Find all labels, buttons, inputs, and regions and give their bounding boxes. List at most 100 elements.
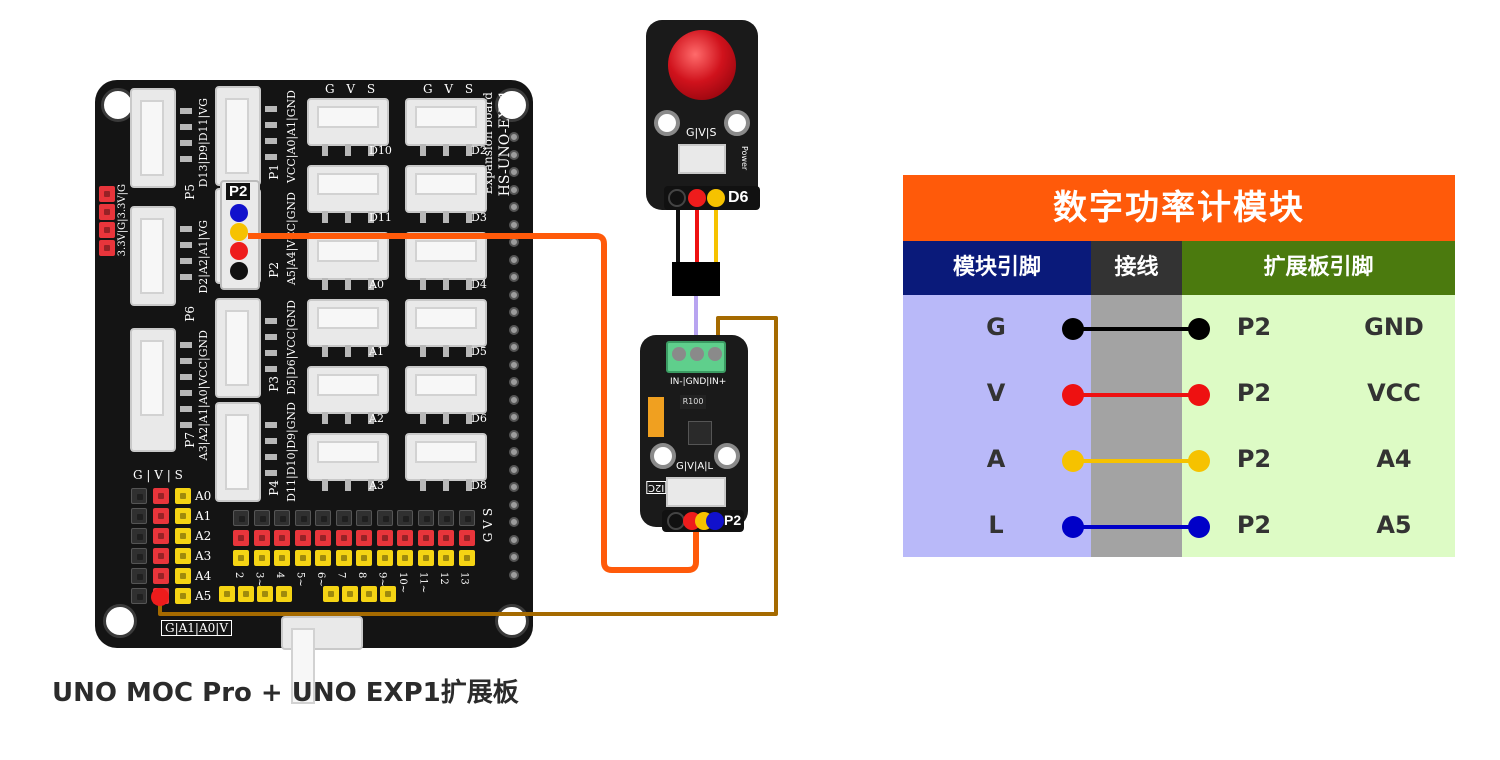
row-wire	[1073, 327, 1199, 331]
jack-label: A2	[369, 412, 384, 425]
port-p4	[215, 402, 261, 502]
board-column	[1182, 295, 1455, 557]
side-pin	[509, 412, 519, 422]
digital-pin	[315, 510, 331, 526]
side-pin	[509, 289, 519, 300]
shunt-resistor: R100	[680, 395, 706, 409]
digital-pin	[253, 550, 270, 566]
d6-label: D6	[728, 189, 749, 206]
row-wire-end	[1062, 516, 1084, 538]
gvs-col-label: V	[154, 468, 163, 482]
signal-wire-brown	[158, 316, 778, 616]
d6-dot-red	[688, 189, 706, 207]
digital-label: 5~	[294, 572, 306, 587]
side-pin	[509, 132, 519, 142]
digital-label: 10~	[397, 572, 408, 594]
side-pin	[509, 499, 519, 510]
jack-label: D6	[471, 412, 487, 425]
side-pin	[509, 517, 519, 527]
dip-switch	[648, 397, 664, 437]
jack-pins	[313, 479, 383, 491]
row-wire-end	[1062, 450, 1084, 472]
analog-pin	[153, 508, 169, 524]
power-pin	[99, 186, 115, 202]
jack-label: D10	[369, 144, 392, 157]
jack-pins	[411, 412, 481, 424]
pm-connector	[666, 477, 726, 507]
side-pin	[509, 429, 519, 440]
analog-label: A3	[195, 549, 212, 563]
port-p1	[215, 86, 261, 186]
digital-pin	[315, 530, 331, 546]
digital-label: 2	[233, 572, 244, 579]
digital-pin	[417, 550, 434, 566]
jack-pins	[313, 345, 383, 357]
mount-hole	[654, 110, 680, 136]
row-module-pin: V	[986, 379, 1006, 407]
jack-port	[307, 232, 389, 280]
digital-pin	[356, 550, 372, 566]
digital-label: 13	[458, 572, 470, 585]
analog-label: A5	[195, 589, 212, 603]
jack-pins	[411, 144, 481, 156]
digital-pin	[335, 550, 352, 566]
side-pin	[509, 359, 519, 370]
pm-p2-label: P2	[724, 512, 742, 528]
analog-pin	[131, 528, 147, 544]
jack-port	[307, 165, 389, 213]
gvs-col-label: S	[174, 468, 183, 482]
signal-wire-orange	[248, 233, 699, 573]
port-p3	[215, 298, 261, 398]
digital-pin	[253, 530, 270, 546]
bottom-pin	[380, 586, 396, 602]
jack-port	[307, 299, 389, 347]
port-p6-pins	[180, 226, 192, 296]
power-meter-module: IN-|GND|IN+ R100 G|V|A|L I2C	[640, 335, 748, 527]
analog-pin	[175, 508, 191, 524]
analog-pin	[153, 568, 169, 584]
port-p4-pins	[265, 422, 277, 492]
bottom-pin	[276, 586, 292, 602]
power-pin	[99, 222, 115, 238]
analog-label: A4	[195, 569, 212, 583]
analog-pin	[131, 568, 147, 584]
led-power-label: Power	[740, 146, 749, 171]
digital-pin	[294, 550, 311, 566]
digital-pin	[438, 550, 454, 566]
row-port: P2	[1236, 511, 1272, 539]
jack-port	[405, 98, 487, 146]
mount-hole	[650, 443, 676, 469]
side-pin	[509, 394, 519, 405]
row-port: P2	[1236, 313, 1272, 341]
port-p3-pins	[265, 318, 277, 388]
analog-pin	[131, 488, 147, 504]
row-wire-end	[1188, 450, 1210, 472]
module-column	[903, 295, 1091, 557]
bottom-pin	[342, 586, 358, 602]
digital-pin	[294, 530, 311, 546]
row-wire-end	[1188, 318, 1210, 340]
row-wire-end	[1188, 516, 1210, 538]
row-wire-end	[1188, 384, 1210, 406]
gvs-col-label: G	[133, 468, 143, 482]
analog-label: A0	[195, 489, 212, 503]
digital-pin	[294, 510, 311, 526]
row-port: P2	[1236, 379, 1272, 407]
port-p7-pins	[180, 342, 192, 442]
digital-pin	[233, 530, 249, 546]
analog-header-gvs: G | V | S	[133, 468, 183, 482]
jack-pins	[313, 412, 383, 424]
digital-pin	[253, 510, 270, 526]
side-pin	[509, 219, 519, 230]
jack-port	[405, 299, 487, 347]
bottom-port	[281, 616, 363, 704]
jack-label: D8	[471, 479, 487, 492]
side-pin	[509, 377, 519, 387]
screw-icon	[708, 347, 722, 361]
p2-dot-blue	[230, 204, 248, 222]
p2-connector-label: P2	[226, 183, 251, 200]
row-board-pin: A4	[1376, 445, 1412, 473]
jack-pins	[411, 278, 481, 290]
jack-pins	[411, 211, 481, 223]
mount-hole	[724, 110, 750, 136]
